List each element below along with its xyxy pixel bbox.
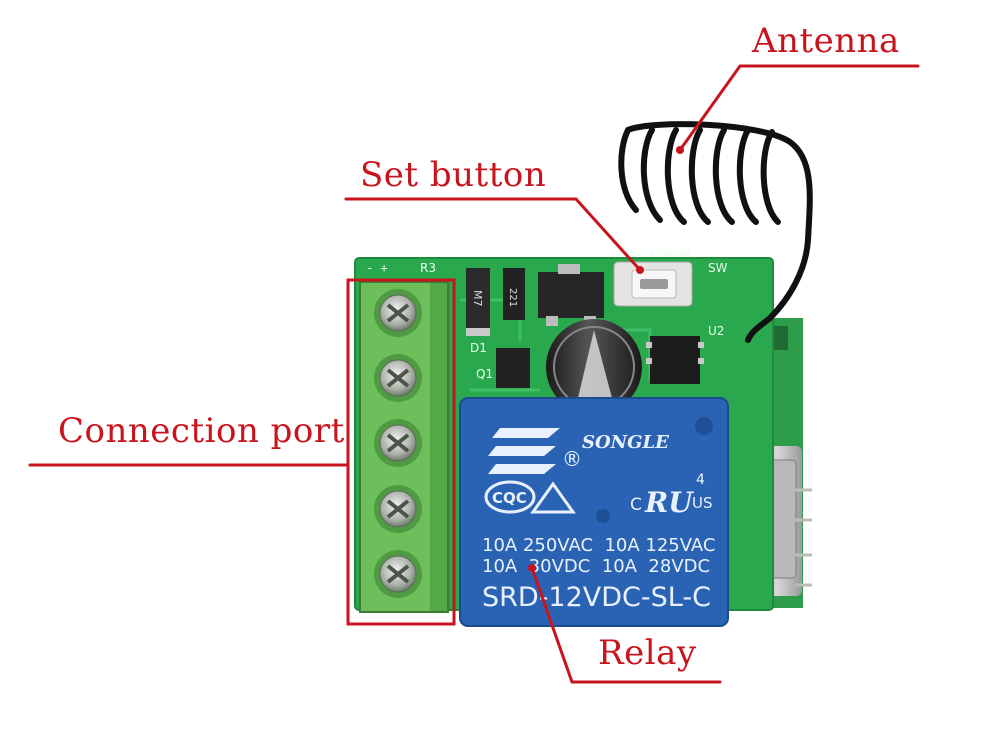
connection-port-label: Connection port (58, 411, 345, 451)
relay-leader-line (530, 566, 722, 684)
arrowhead-dots (528, 146, 684, 572)
pcb-label-resistor: 221 (507, 288, 518, 307)
antenna-label: Antenna (752, 21, 900, 61)
relay-registered-mark: ® (562, 447, 582, 471)
relay-label: Relay (598, 633, 697, 673)
terminal-screw-icon (374, 289, 422, 337)
set-button-leader-line (344, 197, 642, 272)
capacitor (546, 319, 642, 415)
set-button[interactable]: TS50-1# H9408M (613, 249, 693, 307)
relay-model: SRD-12VDC-SL-C (482, 582, 711, 613)
pcb-label-q1: Q1 (476, 367, 493, 381)
terminal-screw-icon (374, 354, 422, 402)
cqc-mark: CQC (484, 480, 536, 514)
pcb-label-r3: R3 (420, 261, 436, 275)
relay-rating-line1: 10A 250VAC 10A 125VAC (482, 535, 716, 556)
terminal-screw-icon (374, 485, 422, 533)
relay-ul-mark: RU (644, 486, 694, 519)
antenna-leader-line (678, 64, 920, 152)
pcb-label-u2: U2 (708, 324, 724, 338)
pcb-label-sw: SW (708, 261, 728, 275)
antenna (618, 121, 813, 343)
terminal-screw-icon (374, 550, 422, 598)
set-button-code: TS50-1# H9408M (619, 249, 691, 258)
pcb-label-diode: M7 (471, 290, 484, 307)
relay-ul-number: 4 (696, 472, 705, 488)
songle-logo (488, 428, 560, 474)
relay-c-mark: C (630, 495, 642, 515)
relay: ® SONGLE CQC C RU 4 US 10A 250VAC 10A 12… (459, 397, 729, 627)
relay-rating-line2: 10A 30VDC 10A 28VDC (482, 556, 710, 577)
relay-us-mark: US (692, 494, 713, 512)
pcb-label-pins: - + (366, 261, 388, 275)
connection-port-highlight-box (346, 278, 456, 626)
triangle-mark-icon (530, 481, 576, 514)
callout-lines (28, 64, 920, 684)
pcb-label-d1: D1 (470, 341, 487, 355)
terminal-screw-icon (374, 419, 422, 467)
svg-text:CQC: CQC (492, 489, 527, 507)
set-button-label: Set button (360, 155, 547, 195)
relay-brand: SONGLE (582, 432, 669, 453)
